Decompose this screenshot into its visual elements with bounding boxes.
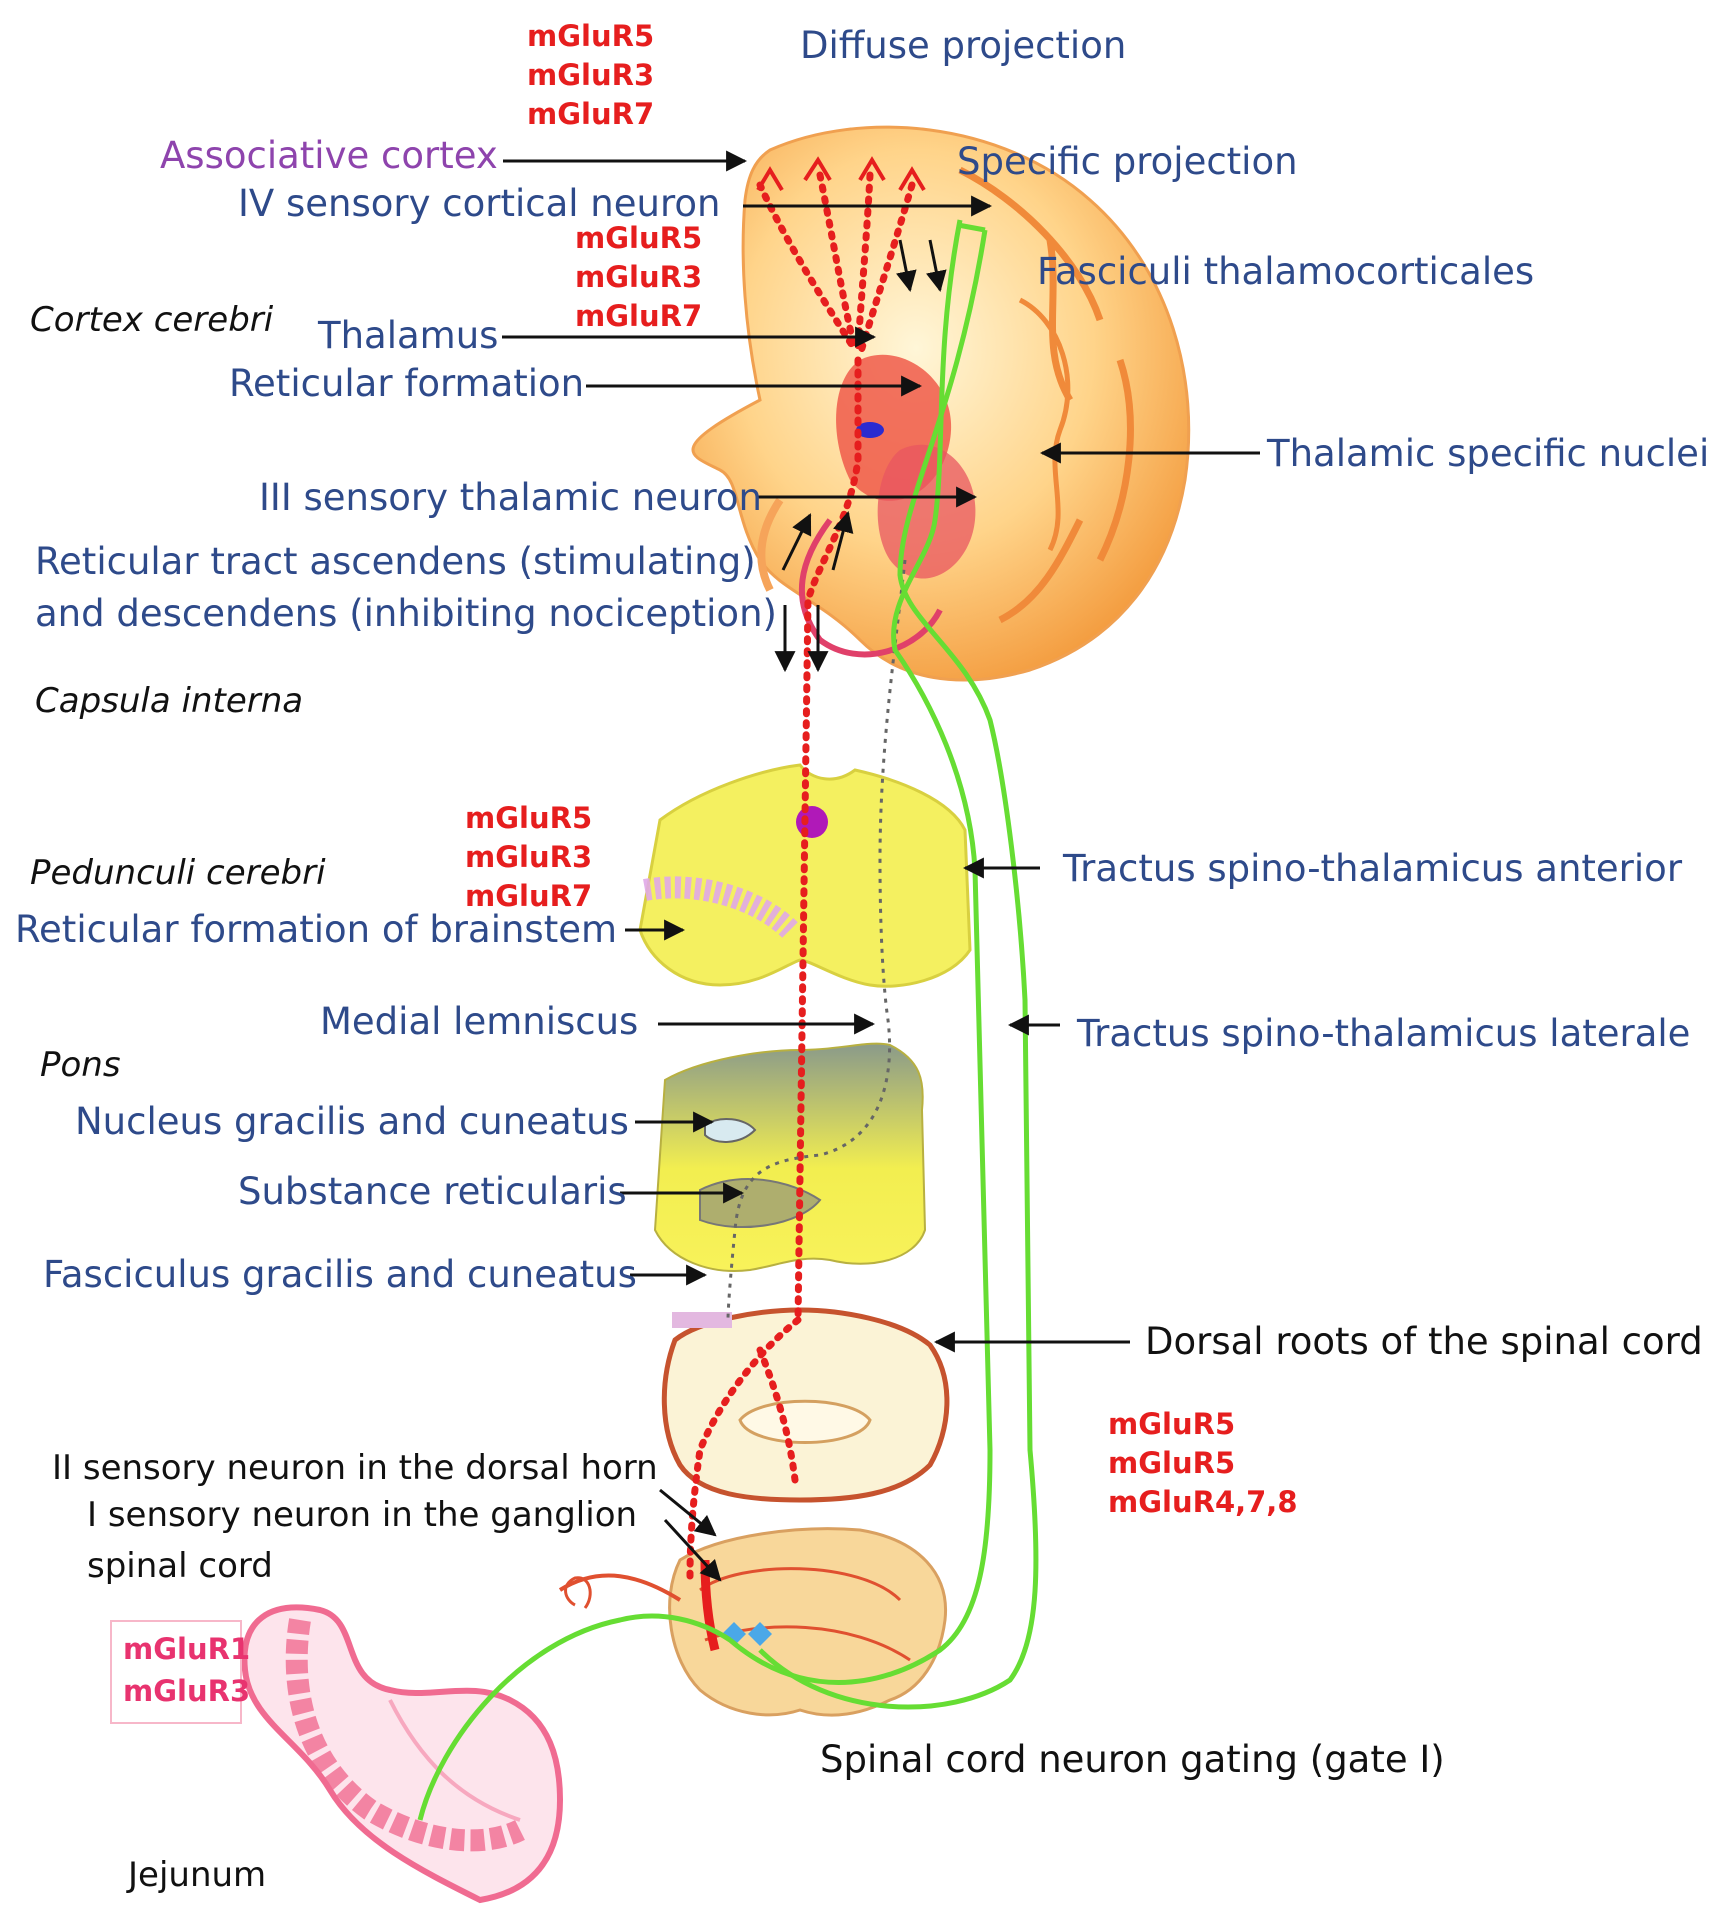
label-thalamus: Thalamus xyxy=(318,314,499,357)
jejunum-receptor-box xyxy=(110,1620,242,1724)
label-jejunum: Jejunum xyxy=(128,1855,267,1895)
label-arrows xyxy=(502,150,1260,1582)
receptor-label: mGluR5 xyxy=(527,19,655,53)
spinal-receptors: mGluR5 mGluR5 mGluR4,7,8 xyxy=(1108,1405,1298,1522)
reticular-pathway xyxy=(686,171,916,1584)
label-associative-cortex: Associative cortex xyxy=(160,134,498,177)
label-spinal-gating: Spinal cord neuron gating (gate I) xyxy=(820,1738,1445,1781)
label-reticular-formation-brainstem: Reticular formation of brainstem xyxy=(15,908,618,951)
receptor-label: mGluR4,7,8 xyxy=(1108,1485,1298,1519)
label-capsula-interna: Capsula interna xyxy=(35,681,304,721)
cortex-receptors: mGluR5 mGluR3 mGluR7 xyxy=(527,17,654,134)
label-medial-lemniscus: Medial lemniscus xyxy=(320,1000,639,1043)
label-diffuse-projection: Diffuse projection xyxy=(800,24,1127,67)
label-fasciculus-gracilis: Fasciculus gracilis and cuneatus xyxy=(43,1253,637,1296)
label-i-sensory-neuron-line2: spinal cord xyxy=(87,1546,273,1586)
receptor-label: mGluR3 xyxy=(527,58,655,92)
label-reticular-tract-line2: and descendens (inhibiting nociception) xyxy=(35,592,777,635)
label-substance-reticularis: Substance reticularis xyxy=(238,1170,627,1213)
label-ii-sensory-neuron: II sensory neuron in the dorsal horn xyxy=(52,1448,658,1488)
lemniscus-pathway xyxy=(726,559,907,1321)
receptor-label: mGluR5 xyxy=(1108,1407,1236,1441)
receptor-label: mGluR1 xyxy=(123,1632,251,1666)
label-fasciculi-thalamocorticales: Fasciculi thalamocorticales xyxy=(1037,250,1535,293)
label-pons: Pons xyxy=(40,1045,121,1085)
label-reticular-tract-line1: Reticular tract ascendens (stimulating) xyxy=(35,540,756,583)
receptor-label: mGluR3 xyxy=(123,1674,251,1708)
receptor-label: mGluR7 xyxy=(575,299,703,333)
thalamus-receptors: mGluR5 mGluR3 mGluR7 xyxy=(575,219,702,336)
receptor-label: mGluR5 xyxy=(575,221,703,255)
label-tractus-laterale: Tractus spino-thalamicus laterale xyxy=(1077,1012,1691,1055)
pons-section xyxy=(653,1042,927,1272)
label-specific-projection: Specific projection xyxy=(957,140,1298,183)
label-tractus-anterior: Tractus spino-thalamicus anterior xyxy=(1063,847,1683,890)
spinothalamic-tracts xyxy=(417,219,1039,1821)
receptor-label: mGluR5 xyxy=(1108,1446,1236,1480)
label-i-sensory-neuron-line1: I sensory neuron in the ganglion xyxy=(87,1495,638,1535)
label-cortex-cerebri: Cortex cerebri xyxy=(30,300,274,340)
label-iii-sensory-thalamic-neuron: III sensory thalamic neuron xyxy=(259,476,762,519)
label-pedunculi-cerebri: Pedunculi cerebri xyxy=(30,853,326,893)
brainstem-receptors: mGluR5 mGluR3 mGluR7 xyxy=(465,799,592,916)
receptor-label: mGluR3 xyxy=(575,260,703,294)
receptor-label: mGluR5 xyxy=(465,801,593,835)
label-nucleus-gracilis: Nucleus gracilis and cuneatus xyxy=(75,1100,629,1143)
jejunum-illustration xyxy=(241,1604,564,1904)
label-thalamic-specific-nuclei: Thalamic specific nuclei xyxy=(1267,432,1710,475)
label-reticular-formation: Reticular formation xyxy=(229,362,585,405)
receptor-label: mGluR7 xyxy=(527,97,655,131)
spinal-cord-upper-section xyxy=(661,1307,950,1503)
label-iv-sensory-cortical-neuron: IV sensory cortical neuron xyxy=(238,182,721,225)
jejunum-receptors: mGluR1 mGluR3 xyxy=(123,1628,250,1712)
receptor-label: mGluR3 xyxy=(465,840,593,874)
receptor-label: mGluR7 xyxy=(465,879,593,913)
label-dorsal-roots: Dorsal roots of the spinal cord xyxy=(1145,1320,1703,1363)
